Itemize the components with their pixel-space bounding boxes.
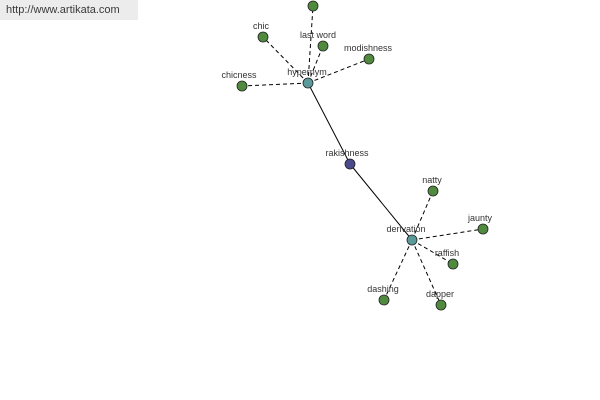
node-derivation-term[interactable]: [427, 185, 439, 197]
node-hypernym-term[interactable]: [363, 53, 375, 65]
graph-edges: [241, 5, 484, 306]
edge-center-derivation: [349, 163, 413, 241]
node-hypernym-term[interactable]: [307, 0, 319, 12]
node-derivation-term[interactable]: [435, 299, 447, 311]
node-hypernym-term[interactable]: [317, 40, 329, 52]
node-center[interactable]: [344, 158, 356, 170]
label-hypernym-term: last word: [300, 30, 336, 40]
label-derivation-term: jaunty: [467, 213, 493, 223]
node-derivation-term[interactable]: [378, 294, 390, 306]
edge-hypernym-leaf: [262, 36, 309, 84]
edge-derivation-leaf: [411, 190, 434, 241]
label-center: rakishness: [325, 148, 369, 158]
label-hypernym-term: chic: [253, 21, 270, 31]
label-derivation-term: raffish: [435, 248, 459, 258]
label-derivation-term: dapper: [426, 289, 454, 299]
label-hub: hypernym: [287, 67, 327, 77]
node-hub-hypernym[interactable]: [302, 77, 314, 89]
edge-center-hypernym: [307, 82, 351, 165]
label-derivation-term: dashing: [367, 284, 399, 294]
edge-hypernym-leaf: [307, 5, 314, 84]
label-derivation-term: natty: [422, 175, 442, 185]
edge-derivation-leaf: [411, 239, 454, 265]
label-hypernym-term: modishness: [344, 43, 393, 53]
node-hypernym-term[interactable]: [257, 31, 269, 43]
node-hypernym-term[interactable]: [236, 80, 248, 92]
edge-hypernym-leaf: [241, 82, 309, 87]
node-hub-derivation[interactable]: [406, 234, 418, 246]
node-derivation-term[interactable]: [447, 258, 459, 270]
graph-nodes: [236, 0, 489, 311]
label-hypernym-term: chicness: [221, 70, 257, 80]
graph-labels: rakishness hypernym derivation last word chi…: [221, 21, 492, 299]
edge-derivation-leaf: [411, 228, 484, 241]
label-hub: derivation: [386, 224, 425, 234]
edge-derivation-leaf: [411, 239, 442, 306]
edge-hypernym-leaf: [307, 58, 370, 84]
source-url-watermark: http://www.artikata.com: [0, 0, 138, 20]
node-derivation-term[interactable]: [477, 223, 489, 235]
